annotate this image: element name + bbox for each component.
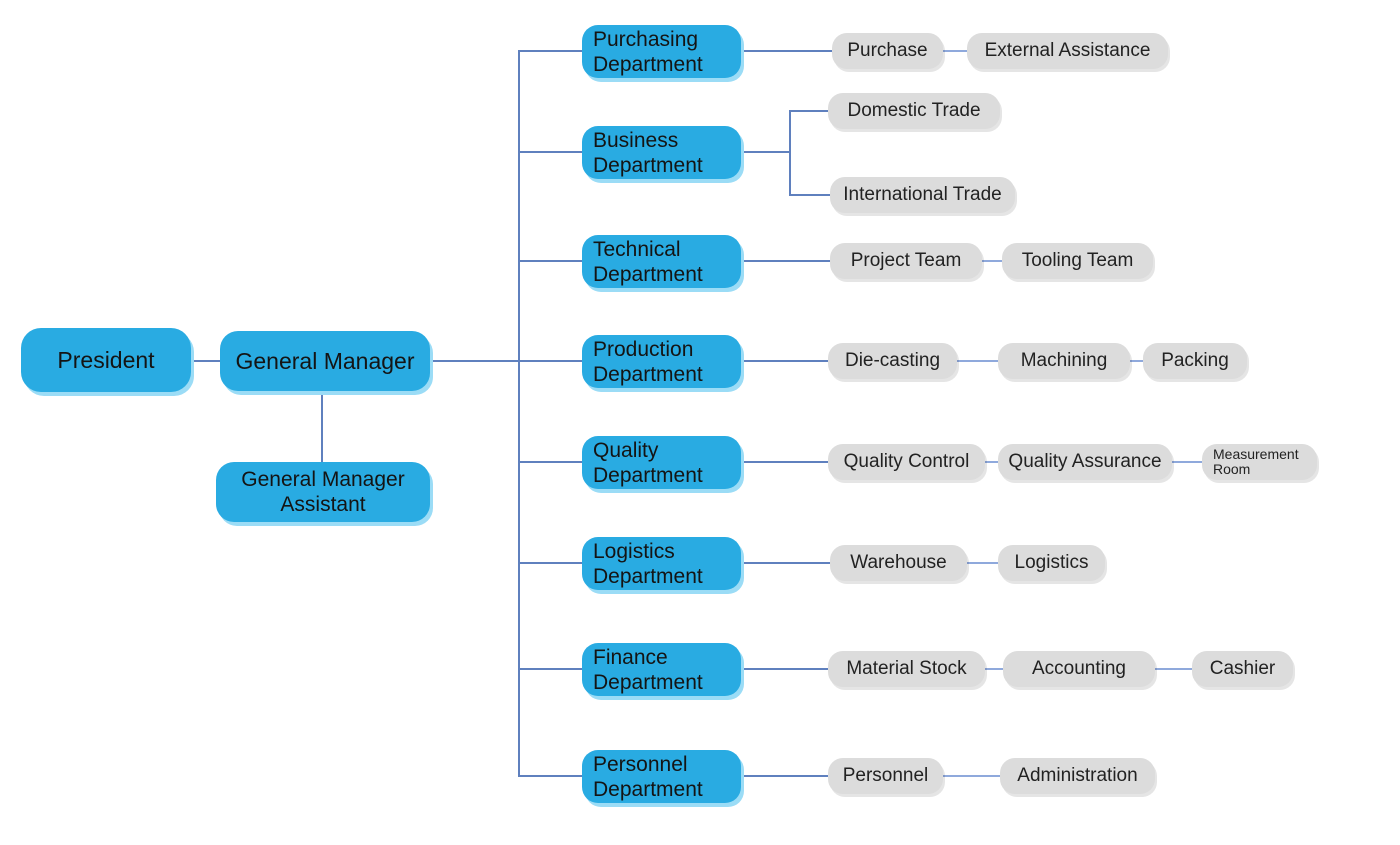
- connector-line: [943, 50, 967, 52]
- unit-quality-control: Quality Control: [828, 444, 985, 480]
- unit-international-trade: International Trade: [830, 177, 1015, 213]
- connector-line: [730, 151, 790, 153]
- dept-purchasing: Purchasing Department: [582, 25, 741, 78]
- dept-label-line2: Department: [593, 52, 703, 76]
- unit-administration: Administration: [1000, 758, 1155, 794]
- unit-machining: Machining: [998, 343, 1130, 379]
- connector-line: [518, 775, 582, 777]
- dept-label-line2: Department: [593, 777, 703, 801]
- connector-line: [321, 392, 323, 462]
- dept-label-line1: Logistics: [593, 539, 675, 563]
- dept-label-line2: Department: [593, 564, 703, 588]
- unit-tooling-team: Tooling Team: [1002, 243, 1153, 279]
- connector-line: [789, 194, 830, 196]
- unit-die-casting: Die-casting: [828, 343, 957, 379]
- node-label: President: [57, 346, 155, 373]
- dept-label-line2: Department: [593, 153, 703, 177]
- connector-line: [789, 110, 828, 112]
- dept-label-line1: Personnel: [593, 752, 688, 776]
- connector-line: [985, 461, 998, 463]
- dept-label-line2: Department: [593, 262, 703, 286]
- connector-line: [518, 260, 582, 262]
- connector-line: [430, 360, 582, 362]
- connector-line: [730, 668, 828, 670]
- connector-line: [518, 151, 582, 153]
- connector-line: [957, 360, 998, 362]
- dept-personnel: Personnel Department: [582, 750, 741, 803]
- connector-line: [985, 668, 1003, 670]
- unit-project-team: Project Team: [830, 243, 982, 279]
- node-president: President: [21, 328, 191, 392]
- connector-line: [518, 50, 582, 52]
- dept-finance: Finance Department: [582, 643, 741, 696]
- connector-line: [1155, 668, 1192, 670]
- unit-purchase: Purchase: [832, 33, 943, 69]
- dept-label-line1: Production: [593, 337, 694, 361]
- connector-line: [789, 110, 791, 196]
- dept-quality: Quality Department: [582, 436, 741, 489]
- connector-line: [518, 668, 582, 670]
- unit-logistics: Logistics: [998, 545, 1105, 581]
- dept-label-line1: Purchasing: [593, 27, 699, 51]
- dept-technical: Technical Department: [582, 235, 741, 288]
- node-label-line2: Assistant: [280, 493, 366, 516]
- connector-line: [518, 562, 582, 564]
- unit-packing: Packing: [1143, 343, 1247, 379]
- dept-label-line1: Quality: [593, 438, 659, 462]
- connector-line: [518, 50, 520, 777]
- connector-line: [1130, 360, 1143, 362]
- connector-line: [730, 562, 830, 564]
- dept-label-line2: Department: [593, 463, 703, 487]
- node-general-manager: General Manager: [220, 331, 430, 391]
- connector-line: [967, 562, 998, 564]
- connector-line: [730, 461, 828, 463]
- dept-label-line1: Finance: [593, 645, 668, 669]
- unit-domestic-trade: Domestic Trade: [828, 93, 1000, 129]
- connector-line: [982, 260, 1002, 262]
- dept-label-line2: Department: [593, 670, 703, 694]
- dept-label-line2: Department: [593, 362, 703, 386]
- connector-line: [730, 775, 828, 777]
- dept-label-line1: Technical: [593, 237, 681, 261]
- unit-quality-assurance: Quality Assurance: [998, 444, 1172, 480]
- node-label: General Manager: [235, 347, 415, 374]
- connector-line: [191, 360, 220, 362]
- dept-logistics: Logistics Department: [582, 537, 741, 590]
- dept-label-line1: Business: [593, 128, 679, 152]
- unit-cashier: Cashier: [1192, 651, 1293, 687]
- connector-line: [1172, 461, 1202, 463]
- unit-accounting: Accounting: [1003, 651, 1155, 687]
- unit-external-assistance: External Assistance: [967, 33, 1168, 69]
- connector-line: [943, 775, 1000, 777]
- connector-line: [730, 360, 828, 362]
- node-gm-assistant: General Manager Assistant: [216, 462, 430, 522]
- dept-production: Production Department: [582, 335, 741, 388]
- connector-line: [730, 260, 830, 262]
- unit-measurement-room: Measurement Room: [1202, 444, 1317, 480]
- unit-warehouse: Warehouse: [830, 545, 967, 581]
- dept-business: Business Department: [582, 126, 741, 179]
- connector-line: [518, 461, 582, 463]
- unit-personnel: Personnel: [828, 758, 943, 794]
- node-label-line1: General Manager: [241, 468, 405, 491]
- unit-material-stock: Material Stock: [828, 651, 985, 687]
- connector-line: [730, 50, 832, 52]
